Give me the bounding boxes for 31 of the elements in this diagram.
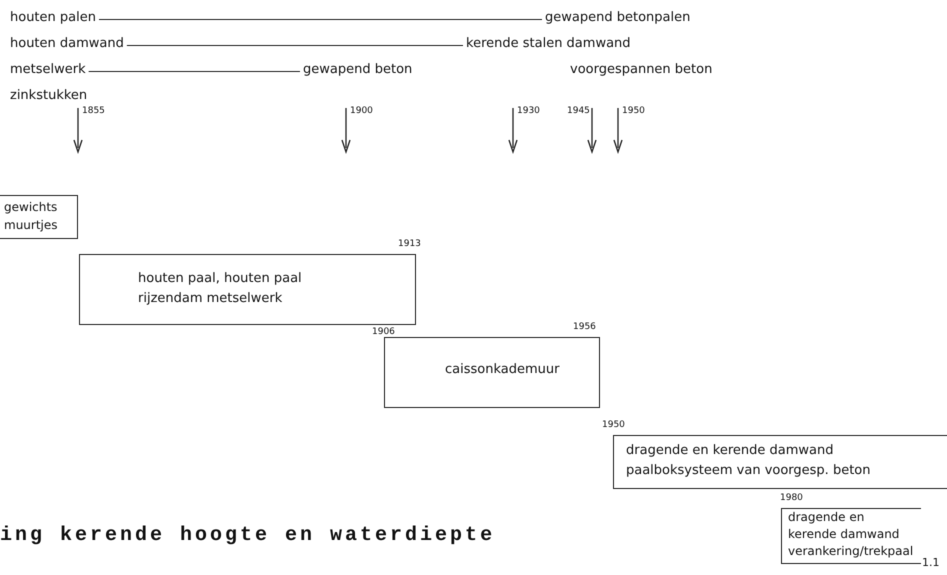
connector-line <box>88 70 300 72</box>
timeline-text: houten damwand <box>10 36 124 51</box>
connector-line <box>98 18 542 20</box>
timeline-text: metselwerk <box>10 62 86 77</box>
year-label: 1950 <box>622 106 645 116</box>
box-text: rijzendam metselwerk <box>138 290 284 308</box>
box-text: verankering/trekpaal <box>788 543 914 560</box>
timeline-text: gewapend beton <box>303 62 412 77</box>
box-text: paalboksysteem van voorgesp. beton <box>626 462 872 480</box>
timeline-text: gewapend betonpalen <box>545 10 690 25</box>
box-text: houten paal, houten paal <box>138 270 303 288</box>
box-text: caissonkademuur <box>445 361 560 379</box>
year-label: 1913 <box>398 239 421 249</box>
year-label: 1956 <box>573 322 596 332</box>
year-label: 1.1 <box>922 556 940 569</box>
year-label: 1900 <box>350 106 373 116</box>
year-label: 1945 <box>567 106 590 116</box>
material-text: voorgespannen beton <box>570 62 712 77</box>
connector-line <box>126 44 463 46</box>
open-box <box>0 195 78 239</box>
box-text: gewichts muurtjes <box>4 199 59 234</box>
year-label: 1930 <box>517 106 540 116</box>
year-label: 1950 <box>602 420 625 430</box>
box-text: dragende en kerende damwand <box>626 442 835 460</box>
heading: ing kerende hoogte en waterdiepte <box>0 524 496 547</box>
material-text: 1906 <box>372 327 395 337</box>
timeline-text: kerende stalen damwand <box>466 36 631 51</box>
material-text: zinkstukken <box>10 88 88 103</box>
timeline-text: houten palen <box>10 10 96 25</box>
year-label: 1980 <box>780 493 803 503</box>
year-label: 1855 <box>82 106 105 116</box>
